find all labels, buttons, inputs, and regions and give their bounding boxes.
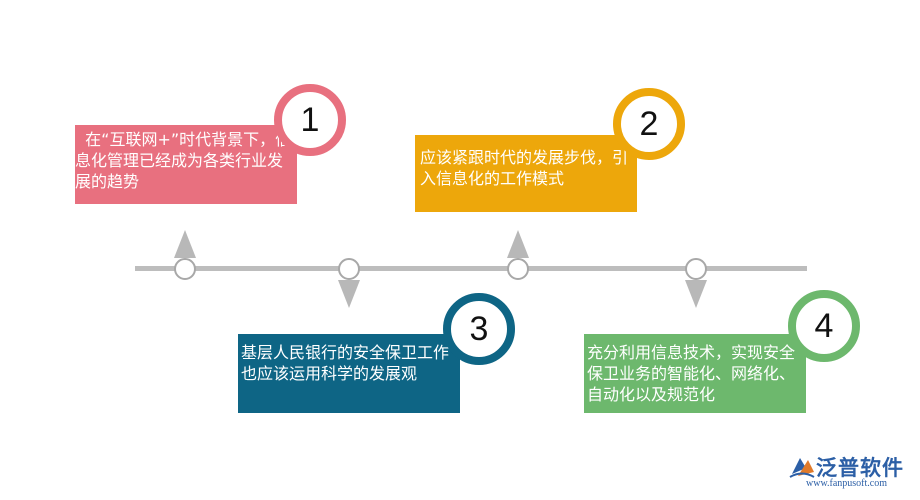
step-card-1: 在“互联网+”时代背景下，信息化管理已经成为各类行业发展的趋势 — [75, 125, 297, 204]
step-text-4: 充分利用信息技术，实现安全保卫业务的智能化、网络化、自动化以及规范化 — [587, 343, 796, 404]
step-number-2: 2 — [639, 104, 659, 143]
step-number-badge-2: 2 — [613, 88, 685, 160]
step-number-4: 4 — [814, 306, 834, 345]
timeline-line — [135, 266, 807, 271]
timeline-node-4 — [685, 258, 707, 280]
step-text-3: 基层人民银行的安全保卫工作也应该运用科学的发展观 — [241, 343, 450, 383]
step-card-3: 基层人民银行的安全保卫工作也应该运用科学的发展观 — [238, 334, 460, 413]
step-number-3: 3 — [469, 309, 489, 348]
timeline-node-1 — [174, 258, 196, 280]
logo-url: www.fanpusoft.com — [806, 478, 888, 489]
step-text-2: 应该紧跟时代的发展步伐，引入信息化的工作模式 — [420, 148, 629, 188]
step-number-1: 1 — [300, 100, 320, 139]
arrow-up-1 — [174, 230, 196, 258]
fanpu-logo-icon — [789, 458, 815, 478]
logo-name: 泛普软件 — [816, 456, 904, 480]
fanpu-logo: 泛普软件 www.fanpusoft.com — [788, 452, 914, 492]
timeline-node-3 — [338, 258, 360, 280]
step-number-badge-1: 1 — [274, 84, 346, 156]
step-card-2: 应该紧跟时代的发展步伐，引入信息化的工作模式 — [415, 135, 637, 212]
step-number-badge-4: 4 — [788, 290, 860, 362]
step-card-4: 充分利用信息技术，实现安全保卫业务的智能化、网络化、自动化以及规范化 — [584, 334, 806, 413]
timeline-node-2 — [507, 258, 529, 280]
step-number-badge-3: 3 — [443, 293, 515, 365]
arrow-up-2 — [507, 230, 529, 258]
step-text-1: 在“互联网+”时代背景下，信息化管理已经成为各类行业发展的趋势 — [75, 130, 292, 191]
arrow-down-3 — [338, 280, 360, 308]
arrow-down-4 — [685, 280, 707, 308]
